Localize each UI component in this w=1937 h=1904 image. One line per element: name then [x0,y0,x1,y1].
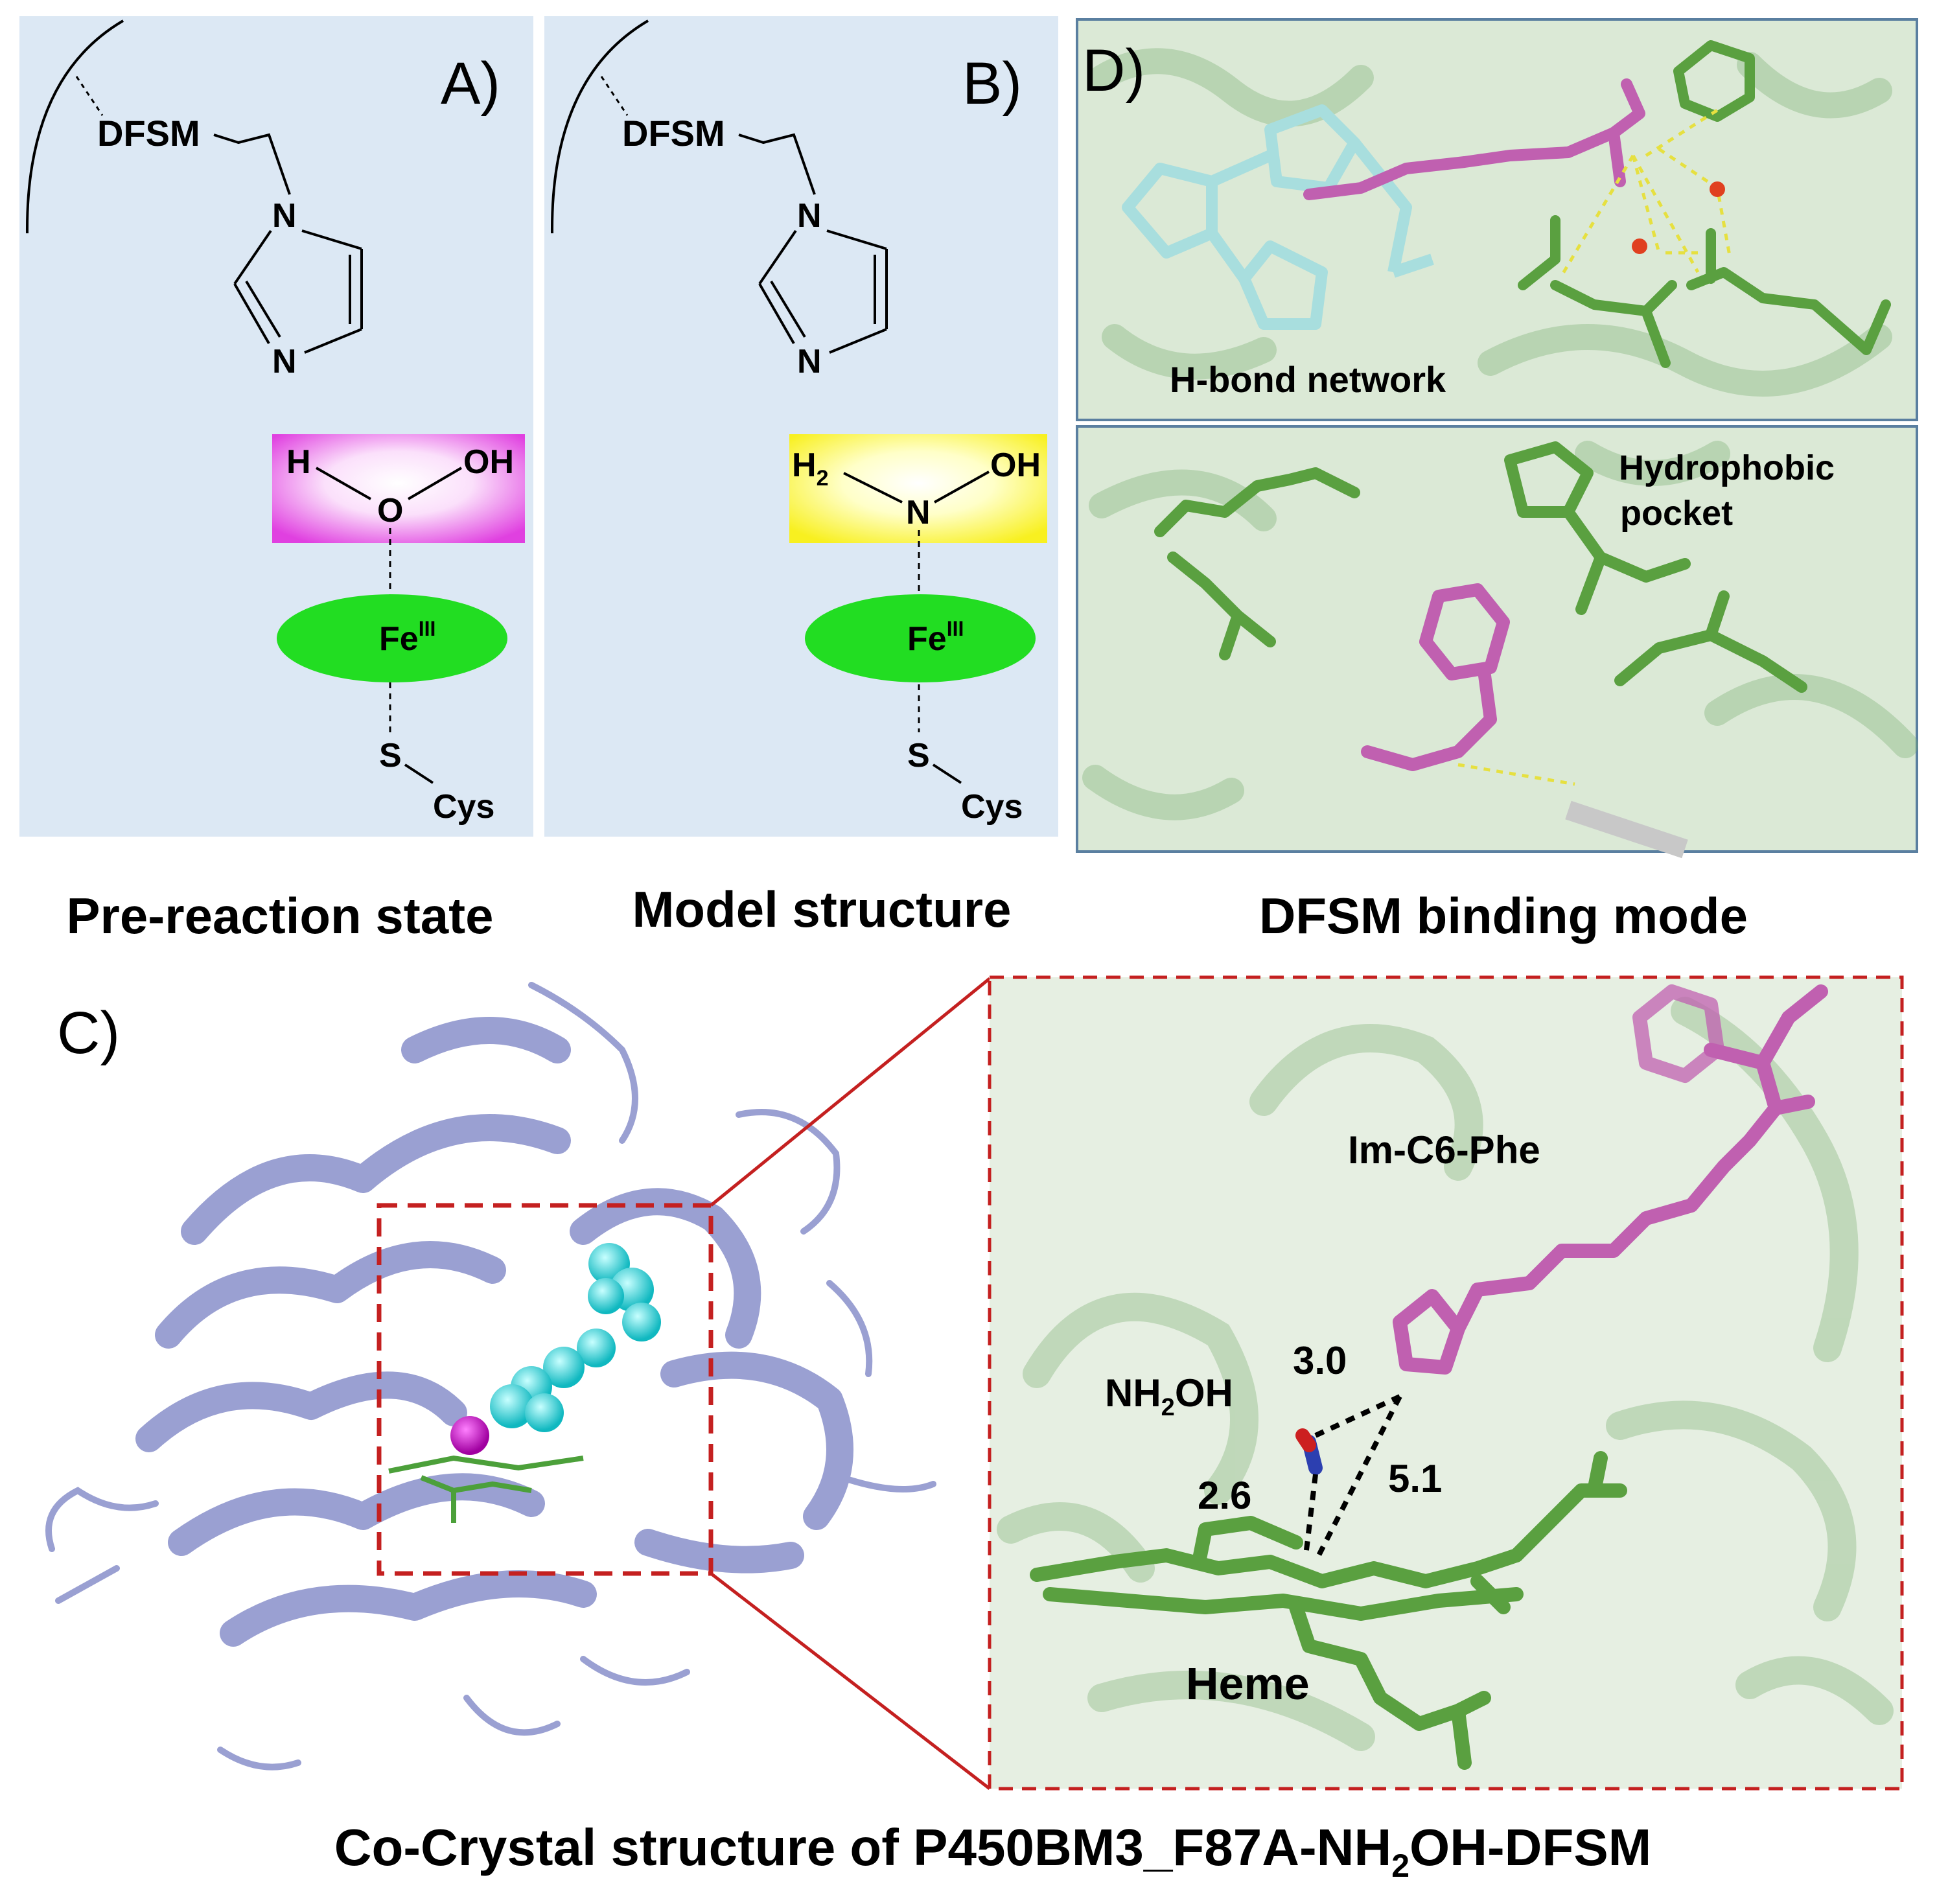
linker-bonds [213,133,291,195]
peroxide-oh: OH [463,443,514,481]
cys-bond [932,763,962,784]
distance-lines [1303,1394,1402,1557]
ring-n3: N [272,343,297,380]
ligand-label: Im-C6-Phe [1348,1128,1540,1172]
caption-co-crystal: Co-Crystal structure of P450BM3_F87A-NH2… [334,1818,1652,1884]
linker-bonds [738,133,816,195]
fe-label: FeIII [907,617,964,658]
caption-binding-mode: DFSM binding mode [1259,887,1748,944]
zoom-connector-top [710,977,991,1207]
cartoon-background [997,997,1894,1751]
panel-d-top: D) H-bond network [1076,18,1918,421]
hydroxylamine-sphere [450,1416,489,1455]
hydroxylamine-n: N [906,494,931,531]
water-molecule [1710,181,1725,197]
peroxide-o: O [377,492,403,529]
ring-n3: N [797,343,822,380]
panel-c-zoom: Im-C6-Phe NH2OH 3.0 2.6 5.1 Heme [988,975,1904,1791]
anchor-bond [600,76,629,116]
ring-n1: N [272,197,297,235]
cartoon-background [1082,441,1918,820]
distance-label-5-1: 5.1 [1388,1457,1442,1500]
hydroxylamine-bond-oh [934,470,990,504]
panel-d-bottom: Hydrophobic pocket [1076,425,1918,859]
cys-bond [404,763,434,784]
fe-label: FeIII [379,617,435,658]
sulfur-label: S [379,737,402,774]
ligand-spheres [490,1243,661,1432]
anchor-bond [75,76,104,116]
hydroxylamine-bond-h2 [843,472,903,504]
panel-d-letter: D) [1082,38,1145,104]
distance-label-2-6: 2.6 [1198,1474,1251,1517]
nh2oh-label: NH2OH [1105,1371,1233,1421]
hydrophobic-label-line2: pocket [1620,494,1733,533]
zoom-box [377,1203,713,1576]
hydroxylamine-oh: OH [990,447,1041,484]
zoom-connector-bottom [710,1572,991,1790]
anchor-label: DFSM [97,113,200,154]
panel-a-letter: A) [441,51,500,117]
distance-label-3-0: 3.0 [1293,1339,1347,1382]
panel-b: B) DFSM N N H2 N OH FeIII S Cys [544,16,1058,837]
panel-a-background [19,16,533,837]
panel-a: A) DFSM N N H O OH FeIII S Cys [19,16,533,837]
peroxide-bond-oh [407,467,463,500]
protein-cartoon [135,1017,853,1647]
protein-surface-arc [25,19,124,234]
hydroxylamine-h2: H2 [792,447,828,491]
im-c6-phe-ligand [1393,984,1828,1375]
peroxide-box [272,434,525,543]
anchor-label: DFSM [622,113,725,154]
heme-porphyrin [1030,1451,1627,1770]
zoom-frame [988,975,1904,1791]
cys-label: Cys [961,788,1023,826]
panel-c-overview: C) [45,977,991,1790]
heme-porphyrin [1122,104,1434,330]
cartoon-background [1089,48,1892,397]
h-bond-network-label: H-bond network [1170,359,1446,400]
hydrophobic-label-line1: Hydrophobic [1619,448,1835,487]
panel-c-letter: C) [57,1000,120,1066]
imidazole-ring [233,229,363,354]
fe-ellipse [277,594,507,682]
imidazole-ring [758,229,888,354]
panel-b-letter: B) [962,51,1022,117]
protein-surface-arc [550,19,649,234]
heme-sticks-small [388,1455,584,1523]
hydroxylamine-oxygen [1295,1428,1316,1452]
water-molecule [1632,238,1647,254]
hydroxylamine-box [789,434,1047,543]
hydrophobic-residues [1154,441,1807,693]
cys-label: Cys [433,788,494,826]
ligand-chain [1303,78,1645,200]
heme-label: Heme [1186,1658,1310,1709]
peroxide-bond-h [316,467,371,500]
zoom-background [990,977,1902,1789]
panel-b-background [544,16,1058,837]
caption-pre-reaction: Pre-reaction state [67,887,494,944]
protein-loops [45,982,936,1770]
caption-model-structure: Model structure [632,881,1011,938]
ring-n1: N [797,197,822,235]
fe-ellipse [805,594,1036,682]
sulfur-label: S [907,737,930,774]
residues [1518,40,1891,368]
ligand-phenyl [1361,583,1510,771]
peroxide-h: H [286,443,311,481]
grey-residue [1565,800,1688,859]
